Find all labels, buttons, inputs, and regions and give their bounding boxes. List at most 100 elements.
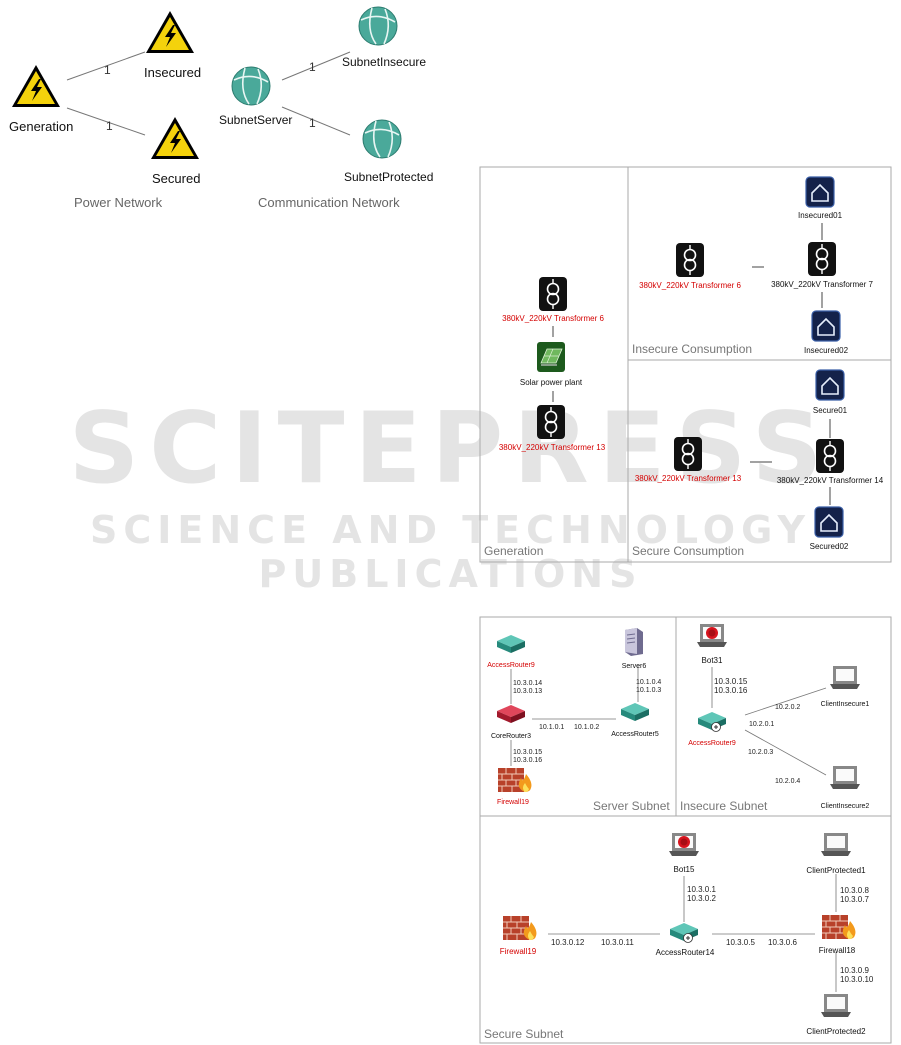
node-label-subnet-insecure: SubnetInsecure bbox=[342, 55, 426, 69]
ip-label: 10.3.0.10 bbox=[840, 975, 874, 984]
globe-icon[interactable] bbox=[358, 6, 398, 46]
panel-caption-secure-consumption: Secure Consumption bbox=[632, 544, 744, 558]
transformer-icon[interactable] bbox=[673, 436, 703, 472]
ip-label: 10.3.0.2 bbox=[687, 894, 716, 903]
bot-laptop-icon[interactable] bbox=[669, 833, 699, 856]
panel-caption-generation: Generation bbox=[484, 544, 543, 558]
panel-frame bbox=[479, 616, 892, 1044]
edge-server-insecure bbox=[281, 51, 351, 81]
node-label: ClientProtected2 bbox=[806, 1027, 866, 1036]
transformer-icon[interactable] bbox=[807, 241, 837, 277]
node-label: Secure01 bbox=[813, 406, 848, 415]
edge-generation-secured bbox=[66, 107, 146, 136]
bot-laptop-icon[interactable] bbox=[697, 624, 727, 647]
panel-caption-insecure-consumption: Insecure Consumption bbox=[632, 342, 752, 356]
transformer-icon[interactable] bbox=[815, 438, 845, 474]
laptop-icon[interactable] bbox=[830, 766, 860, 789]
router-icon[interactable] bbox=[621, 703, 649, 721]
node-label: ClientInsecure2 bbox=[821, 803, 870, 810]
router-icon[interactable] bbox=[698, 712, 726, 732]
ip-label: 10.3.0.12 bbox=[551, 938, 585, 947]
globe-icon[interactable] bbox=[231, 66, 271, 106]
node-label: AccessRouter9 bbox=[487, 662, 535, 669]
transformer-icon[interactable] bbox=[536, 404, 566, 440]
ip-label: 10.3.0.13 bbox=[513, 688, 542, 695]
panel-caption-server-subnet: Server Subnet bbox=[593, 799, 670, 813]
transformer-icon[interactable] bbox=[675, 242, 705, 278]
edge-weight-label: 1 bbox=[309, 116, 316, 130]
node-label: ClientProtected1 bbox=[806, 866, 866, 875]
node-label: 380kV_220kV Transformer 13 bbox=[499, 443, 606, 452]
node-label-insecured: Insecured bbox=[144, 65, 201, 80]
ip-label: 10.3.0.6 bbox=[768, 938, 797, 947]
power-network-diagram: 1 1 Generation Insecured Secured Power N… bbox=[9, 11, 201, 210]
ip-label: 10.3.0.15 bbox=[513, 749, 542, 756]
laptop-icon[interactable] bbox=[821, 833, 851, 856]
panel-frame bbox=[479, 166, 892, 563]
transformer-icon[interactable] bbox=[538, 276, 568, 312]
ip-label: 10.2.0.1 bbox=[749, 721, 774, 728]
node-label: Firewall19 bbox=[497, 799, 529, 806]
house-icon[interactable] bbox=[805, 176, 835, 208]
ip-label: 10.3.0.8 bbox=[840, 886, 869, 895]
warning-sign-icon[interactable] bbox=[146, 11, 194, 53]
router-icon[interactable] bbox=[497, 705, 525, 723]
laptop-icon[interactable] bbox=[821, 994, 851, 1017]
house-icon[interactable] bbox=[815, 369, 845, 401]
node-label: Solar power plant bbox=[520, 378, 583, 387]
node-label: Bot15 bbox=[674, 865, 695, 874]
laptop-icon[interactable] bbox=[830, 666, 860, 689]
panel-caption-insecure-subnet: Insecure Subnet bbox=[680, 799, 768, 813]
house-icon[interactable] bbox=[814, 506, 844, 538]
communication-detail-diagram: Server Subnet Insecure Subnet Secure Sub… bbox=[479, 616, 892, 1044]
ip-label: 10.2.0.2 bbox=[775, 704, 800, 711]
warning-sign-icon[interactable] bbox=[151, 117, 199, 159]
node-label-subnet-protected: SubnetProtected bbox=[344, 170, 433, 184]
node-label: Secured02 bbox=[810, 542, 849, 551]
ip-label: 10.3.0.5 bbox=[726, 938, 755, 947]
ip-label: 10.1.0.2 bbox=[574, 724, 599, 731]
ip-label: 10.3.0.15 bbox=[714, 677, 748, 686]
ip-label: 10.2.0.3 bbox=[748, 749, 773, 756]
power-network-caption: Power Network bbox=[74, 195, 163, 210]
server-icon[interactable] bbox=[624, 627, 644, 657]
ip-label: 10.3.0.9 bbox=[840, 966, 869, 975]
edge-weight-label: 1 bbox=[106, 119, 113, 133]
communication-network-diagram: 1 1 SubnetServer SubnetInsecure SubnetPr… bbox=[219, 6, 433, 210]
node-label: Firewall19 bbox=[500, 947, 537, 956]
ip-label: 10.3.0.11 bbox=[601, 938, 634, 947]
ip-label: 10.2.0.4 bbox=[775, 778, 800, 785]
node-label: AccessRouter14 bbox=[656, 948, 715, 957]
router-icon[interactable] bbox=[497, 635, 525, 653]
node-label: 380kV_220kV Transformer 13 bbox=[635, 474, 742, 483]
solar-panel-icon[interactable] bbox=[536, 341, 566, 373]
ip-label: 10.3.0.16 bbox=[513, 757, 542, 764]
ip-label: 10.3.0.16 bbox=[714, 686, 748, 695]
ip-label: 10.1.0.4 bbox=[636, 679, 661, 686]
node-label: Server6 bbox=[622, 663, 647, 670]
node-label: ClientInsecure1 bbox=[821, 701, 870, 708]
node-label: Insecured01 bbox=[798, 211, 843, 220]
edge-server-protected bbox=[281, 106, 351, 136]
globe-icon[interactable] bbox=[362, 119, 402, 159]
house-icon[interactable] bbox=[811, 310, 841, 342]
ip-label: 10.3.0.1 bbox=[687, 885, 716, 894]
firewall-icon[interactable] bbox=[497, 767, 532, 793]
firewall-icon[interactable] bbox=[821, 914, 856, 940]
communication-network-caption: Communication Network bbox=[258, 195, 400, 210]
router-icon[interactable] bbox=[670, 923, 698, 943]
node-label: 380kV_220kV Transformer 6 bbox=[639, 281, 741, 290]
edge-weight-label: 1 bbox=[104, 63, 111, 77]
edge-generation-insecured bbox=[66, 51, 146, 81]
node-label: AccessRouter9 bbox=[688, 740, 736, 747]
node-label: 380kV_220kV Transformer 14 bbox=[777, 476, 884, 485]
node-label: Insecured02 bbox=[804, 346, 849, 355]
node-label: CoreRouter3 bbox=[491, 733, 531, 740]
node-label: Firewall18 bbox=[819, 946, 856, 955]
ip-label: 10.1.0.3 bbox=[636, 687, 661, 694]
node-label: AccessRouter5 bbox=[611, 731, 659, 738]
firewall-icon[interactable] bbox=[502, 915, 537, 941]
node-label-subnet-server: SubnetServer bbox=[219, 113, 292, 127]
node-label-secured: Secured bbox=[152, 171, 200, 186]
warning-sign-icon[interactable] bbox=[12, 65, 60, 107]
